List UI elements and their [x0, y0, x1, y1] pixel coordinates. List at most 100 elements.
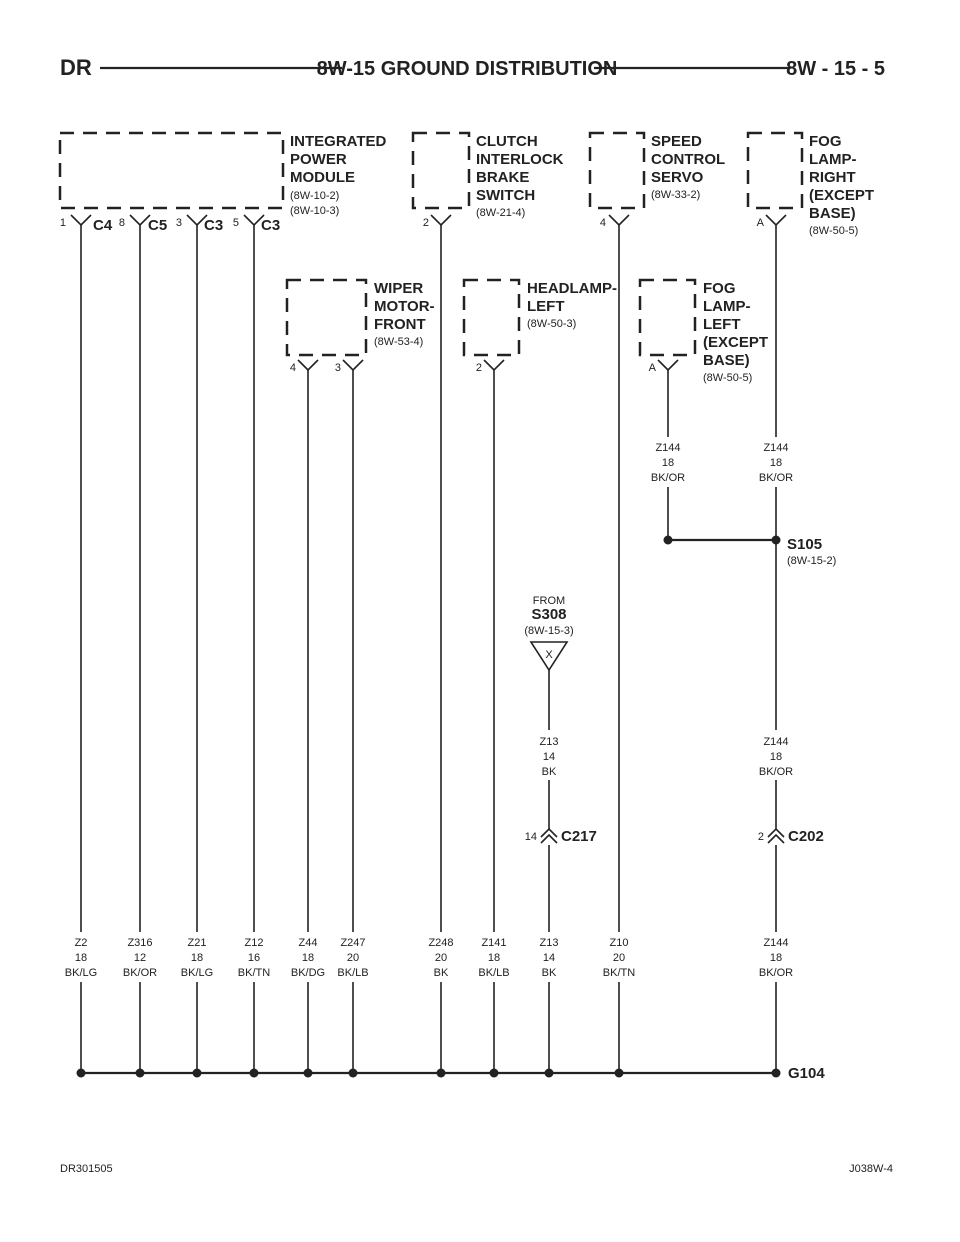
s308-from: FROM: [533, 595, 565, 607]
s105-node-right: [771, 535, 781, 545]
ipm-title-line-1: INTEGRATED: [290, 133, 387, 150]
footer-left: DR301505: [60, 1163, 113, 1175]
servo-title-line-2: CONTROL: [651, 151, 725, 168]
ground-splice-node: [614, 1068, 624, 1078]
wiper-ref: (8W-53-4): [374, 336, 423, 348]
fog-left-ref: (8W-50-5): [703, 372, 752, 384]
ipm-connector-c3-pin5: 5 C3: [233, 214, 280, 234]
wire-color: BK: [434, 967, 449, 979]
fog-right-pin-number: A: [757, 217, 765, 229]
wire-color: BK/DG: [291, 967, 325, 979]
footer-right: J038W-4: [849, 1163, 893, 1175]
c217-symbol: [540, 827, 558, 844]
wire-gauge: 18: [770, 751, 782, 763]
wire-gauge: 20: [347, 952, 359, 964]
connector-name: C3: [204, 217, 223, 234]
page-footer: DR301505 J038W-4: [60, 1163, 893, 1175]
g104-label: G104: [788, 1065, 825, 1082]
wire-label-fog-right: Z144 18 BK/OR: [759, 442, 793, 484]
wire-label-z144-mid: Z144 18 BK/OR: [759, 736, 793, 778]
servo-pin-number: 4: [600, 217, 606, 229]
connector-name: C3: [261, 217, 280, 234]
fog-right-title-line-3: RIGHT: [809, 169, 856, 186]
headlamp-title-line-1: HEADLAMP-: [527, 280, 617, 297]
wire-label-fog-left: Z144 18 BK/OR: [651, 442, 685, 484]
ipm-ref-2: (8W-10-3): [290, 205, 339, 217]
inline-connector-c202: 2 C202: [758, 827, 824, 845]
ipm-dashed-box: [58, 131, 285, 210]
fog-lamp-left: FOG LAMP- LEFT (EXCEPT BASE) (8W-50-5) A: [638, 278, 768, 384]
wire-gauge: 18: [770, 457, 782, 469]
page-header: DR 8W-15 GROUND DISTRIBUTION 8W - 15 - 5: [60, 55, 885, 80]
wire-color: BK/LB: [478, 967, 509, 979]
wire-code: Z44: [299, 937, 318, 949]
fog-left-title-line-1: FOG: [703, 280, 736, 297]
integrated-power-module: INTEGRATED POWER MODULE (8W-10-2) (8W-10…: [58, 131, 387, 234]
header-left: DR: [60, 55, 92, 80]
clutch-title-line-3: BRAKE: [476, 169, 529, 186]
headlamp-ref: (8W-50-3): [527, 318, 576, 330]
wires: [80, 225, 777, 1070]
wire-code: Z247: [340, 937, 365, 949]
fog-left-title-line-4: (EXCEPT: [703, 334, 768, 351]
wire-gauge: 18: [488, 952, 500, 964]
wire-gauge: 18: [662, 457, 674, 469]
wire-color: BK/OR: [759, 967, 793, 979]
wire-code: Z144: [763, 937, 788, 949]
ipm-connector-c5: 8 C5: [119, 214, 167, 234]
clutch-pin-number: 2: [423, 217, 429, 229]
clutch-title-line-2: INTERLOCK: [476, 151, 564, 168]
connector-name: C5: [148, 217, 167, 234]
wire-code: Z13: [540, 736, 559, 748]
fog-right-title-line-1: FOG: [809, 133, 842, 150]
clutch-title-line-4: SWITCH: [476, 187, 535, 204]
ipm-ref-1: (8W-10-2): [290, 190, 339, 202]
wire-gauge: 18: [75, 952, 87, 964]
inline-connector-c217: 14 C217: [525, 827, 597, 845]
speed-control-servo: SPEED CONTROL SERVO (8W-33-2) 4: [588, 131, 725, 229]
c217-label: C217: [561, 828, 597, 845]
wire-gauge: 16: [248, 952, 260, 964]
pin-number: 1: [60, 217, 66, 229]
wire-gauge: 12: [134, 952, 146, 964]
servo-title-line-1: SPEED: [651, 133, 702, 150]
ground-nodes: [76, 1068, 781, 1078]
fog-right-dashed-box: [746, 131, 804, 210]
wire-color: BK/OR: [759, 766, 793, 778]
ground-splice-node: [303, 1068, 313, 1078]
headlamp-left: HEADLAMP- LEFT (8W-50-3) 2: [462, 278, 617, 374]
fog-left-title-line-2: LAMP-: [703, 298, 751, 315]
headlamp-pin-number: 2: [476, 362, 482, 374]
wiper-pin-4-terminal: [297, 359, 319, 372]
header-page-number: 8W - 15 - 5: [786, 58, 885, 80]
ground-splice-node: [489, 1068, 499, 1078]
pin-number: 5: [233, 217, 239, 229]
clutch-title-line-1: CLUTCH: [476, 133, 538, 150]
wire-code: Z141: [481, 937, 506, 949]
wire-gauge: 14: [543, 952, 555, 964]
s308-symbol-letter: X: [545, 649, 553, 661]
wire-gauge: 20: [613, 952, 625, 964]
ground-splice-node: [192, 1068, 202, 1078]
wire-color: BK/LB: [337, 967, 368, 979]
splice-s105: S105 (8W-15-2): [663, 535, 836, 567]
pin-terminal: [129, 214, 151, 227]
ipm-title-line-2: POWER: [290, 151, 347, 168]
pin-number: 8: [119, 217, 125, 229]
wire-code: Z144: [763, 442, 788, 454]
wiper-title-line-2: MOTOR-: [374, 298, 435, 315]
fog-left-title-line-5: BASE): [703, 352, 750, 369]
fog-right-title-line-2: LAMP-: [809, 151, 857, 168]
fog-right-title-line-5: BASE): [809, 205, 856, 222]
wire-color: BK: [542, 967, 557, 979]
clutch-pin-terminal: [430, 214, 452, 227]
ground-splice-node: [436, 1068, 446, 1078]
